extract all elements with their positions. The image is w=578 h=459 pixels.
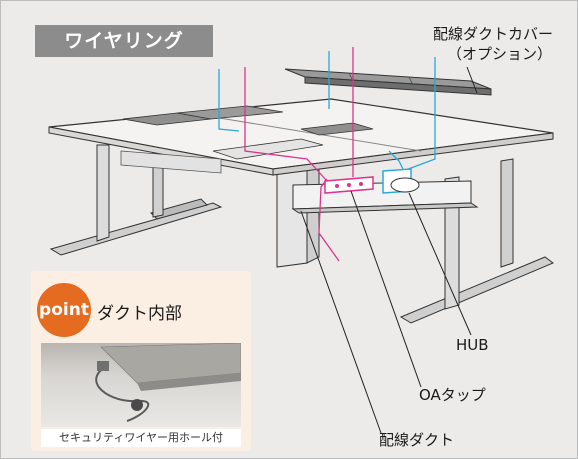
power-cable-1 (244, 67, 328, 182)
leader-duct-cover (466, 66, 478, 94)
photo-illustration (95, 343, 241, 422)
photo-caption: セキュリティワイヤー用ホール付 (41, 429, 241, 447)
duct-cover-strip-right (300, 122, 374, 136)
lock-body (97, 361, 109, 371)
duct-cover-option-side (304, 76, 492, 96)
duct-cover-option-seam-1 (348, 72, 354, 82)
duct-cover-strip-mid (176, 105, 284, 120)
duct-interior-photo (41, 343, 241, 427)
lan-cable-3 (402, 57, 436, 172)
cable-grommet (390, 177, 420, 193)
leader-oa-tap (350, 190, 422, 388)
duct-cover-option-seam-2 (408, 76, 414, 86)
point-badge: point (37, 283, 91, 337)
laptop-shape (100, 343, 241, 384)
tabletop-seam (188, 112, 422, 152)
point-panel: point ダクト内部 セキュリティワイヤー用ホール付 (31, 271, 251, 451)
right-leg-back (500, 158, 514, 268)
callout-duct-cover: 配線ダクトカバー (433, 25, 554, 43)
left-foot (49, 202, 223, 256)
right-foot (399, 256, 554, 324)
leader-wiring-duct (300, 210, 382, 434)
callout-hub: HUB (456, 336, 489, 354)
point-heading: ダクト内部 (97, 304, 182, 324)
power-cable-3 (318, 178, 340, 262)
lan-cable-1 (218, 69, 240, 132)
duct-cover-open (212, 138, 324, 160)
duct-tray-bottom (291, 202, 479, 214)
oa-tap-socket-1 (335, 184, 339, 188)
oa-tap-socket-2 (347, 183, 351, 187)
leader-hub (408, 192, 472, 336)
left-leg (96, 144, 110, 242)
tabletop-edge-right (272, 132, 554, 176)
oa-tap-socket-3 (359, 182, 363, 186)
wire-hole (131, 399, 143, 411)
section-title-badge: ワイヤリング (35, 25, 213, 57)
callout-option: （オプション） (447, 45, 553, 63)
right-leg (444, 176, 460, 310)
callout-wiring-duct: 配線ダクト (379, 431, 455, 449)
modesty-panel (120, 150, 222, 174)
callout-oa-tap: OAタップ (419, 386, 486, 404)
laptop-base (137, 373, 241, 391)
